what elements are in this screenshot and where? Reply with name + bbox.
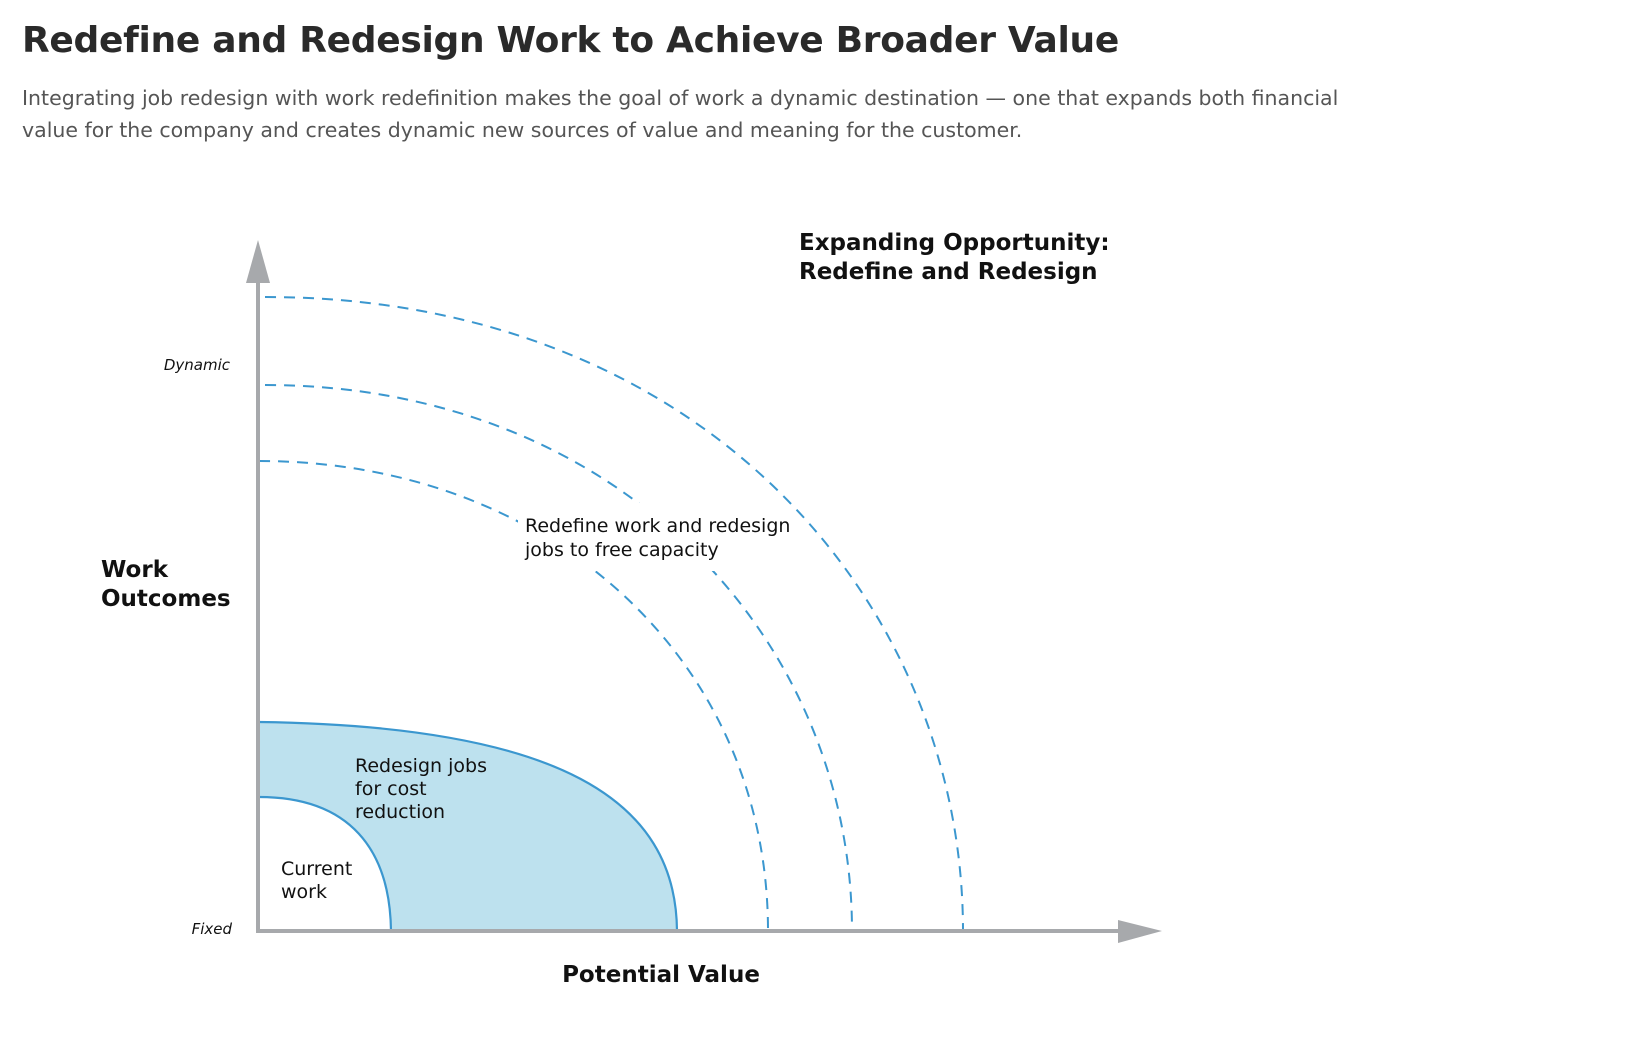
redefine-label: Redefine work and redesign jobs to free … (524, 515, 797, 561)
redesign-jobs-boundary (258, 720, 679, 932)
expansion-arc-middle (264, 384, 853, 932)
y-tick-dynamic: Dynamic (164, 356, 231, 374)
x-axis-arrowhead (1118, 920, 1162, 943)
opportunity-title: Expanding Opportunity: Redefine and Rede… (799, 230, 1118, 285)
x-axis-label: Potential Value (562, 962, 760, 988)
redefine-label-backing (518, 503, 788, 571)
y-axis-arrowhead (246, 240, 270, 283)
page-title: Redefine and Redesign Work to Achieve Br… (22, 20, 1119, 61)
redesign-label: Redesign jobs for cost reduction (355, 755, 493, 823)
y-axis-label: Work Outcomes (101, 557, 231, 612)
current-work-boundary (258, 795, 393, 932)
current-work-label: Current work (281, 858, 358, 903)
expansion-arc-outer (264, 296, 964, 932)
y-tick-fixed: Fixed (192, 920, 233, 938)
page-subtitle: Integrating job redesign with work redef… (22, 86, 1339, 142)
expansion-arc-inner (258, 460, 769, 932)
current-work-region (259, 797, 391, 931)
